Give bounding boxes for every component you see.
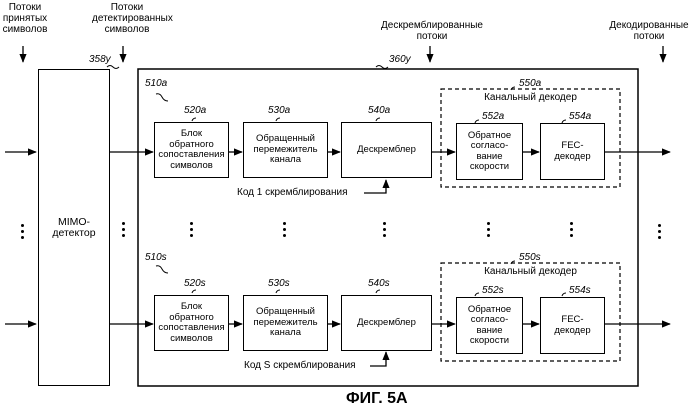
header-detected-streams: Потоки детектированных символов (92, 2, 162, 35)
header-received-streams: Потоки принятых символов (2, 2, 48, 35)
ref-554a: 554a (569, 111, 591, 122)
ellipsis-dots (658, 224, 662, 242)
leader-530a (276, 118, 280, 121)
fec-decoder-block-a: FEC- декодер (540, 123, 605, 180)
header-descrambled-streams: Дескремблированные потоки (372, 20, 492, 42)
ref-530s: 530s (268, 278, 290, 289)
leader-530s (276, 290, 280, 293)
ref-510s: 510s (145, 252, 167, 263)
ellipsis-dots (122, 222, 126, 240)
ref-520a: 520a (184, 105, 206, 116)
scrambling-code-s-label: Код S скремблирования (244, 360, 356, 371)
fec-decoder-block-s: FEC- декодер (540, 297, 605, 354)
deinterleaver-block-s: Обращенный перемежитель канала (243, 295, 328, 351)
channel-decoder-title-s: Канальный декодер (441, 266, 620, 277)
ref-358y: 358y (89, 54, 111, 65)
ref-554s: 554s (569, 285, 591, 296)
leader-360y (376, 66, 388, 69)
leader-554s (562, 293, 566, 296)
leader-540s (376, 290, 380, 293)
ellipsis-dots (21, 224, 25, 242)
channel-decoder-title-a: Канальный декодер (441, 92, 620, 103)
mimo-detector-block: MIMO- детектор (38, 69, 110, 386)
ref-550s: 550s (519, 252, 541, 263)
rate-dematch-block-a: Обратное согласо- вание скорости (456, 123, 523, 180)
leader-510s (156, 266, 168, 273)
descrambler-block-a: Дескремблер (341, 122, 432, 178)
ellipsis-dots (570, 222, 574, 240)
demapper-block-a: Блок обратного сопоставления символов (154, 122, 229, 178)
scrambling-code-1-label: Код 1 скремблирования (237, 187, 348, 198)
ref-540a: 540a (368, 105, 390, 116)
leader-520s (192, 290, 196, 293)
demapper-block-s: Блок обратного сопоставления символов (154, 295, 229, 351)
descrambler-block-s: Дескремблер (341, 295, 432, 351)
deinterleaver-block-a: Обращенный перемежитель канала (243, 122, 328, 178)
ref-540s: 540s (368, 278, 390, 289)
ellipsis-dots (383, 222, 387, 240)
ref-530a: 530a (268, 105, 290, 116)
leader-520a (192, 118, 196, 121)
ref-520s: 520s (184, 278, 206, 289)
leader-540a (376, 118, 380, 121)
ref-360y: 360y (389, 54, 411, 65)
ellipsis-dots (283, 222, 287, 240)
leader-510a (156, 94, 168, 101)
ref-552s: 552s (482, 285, 504, 296)
code-arrow-a (364, 180, 386, 193)
ref-510a: 510a (145, 78, 167, 89)
code-arrow-s (370, 352, 386, 366)
ref-552a: 552a (482, 111, 504, 122)
ellipsis-dots (190, 222, 194, 240)
header-decoded-streams: Декодированные потоки (600, 20, 698, 42)
ref-550a: 550a (519, 78, 541, 89)
figure-caption: ФИГ. 5A (346, 390, 408, 408)
rate-dematch-block-s: Обратное согласо- вание скорости (456, 297, 523, 354)
ellipsis-dots (487, 222, 491, 240)
leader-552s (475, 293, 479, 296)
